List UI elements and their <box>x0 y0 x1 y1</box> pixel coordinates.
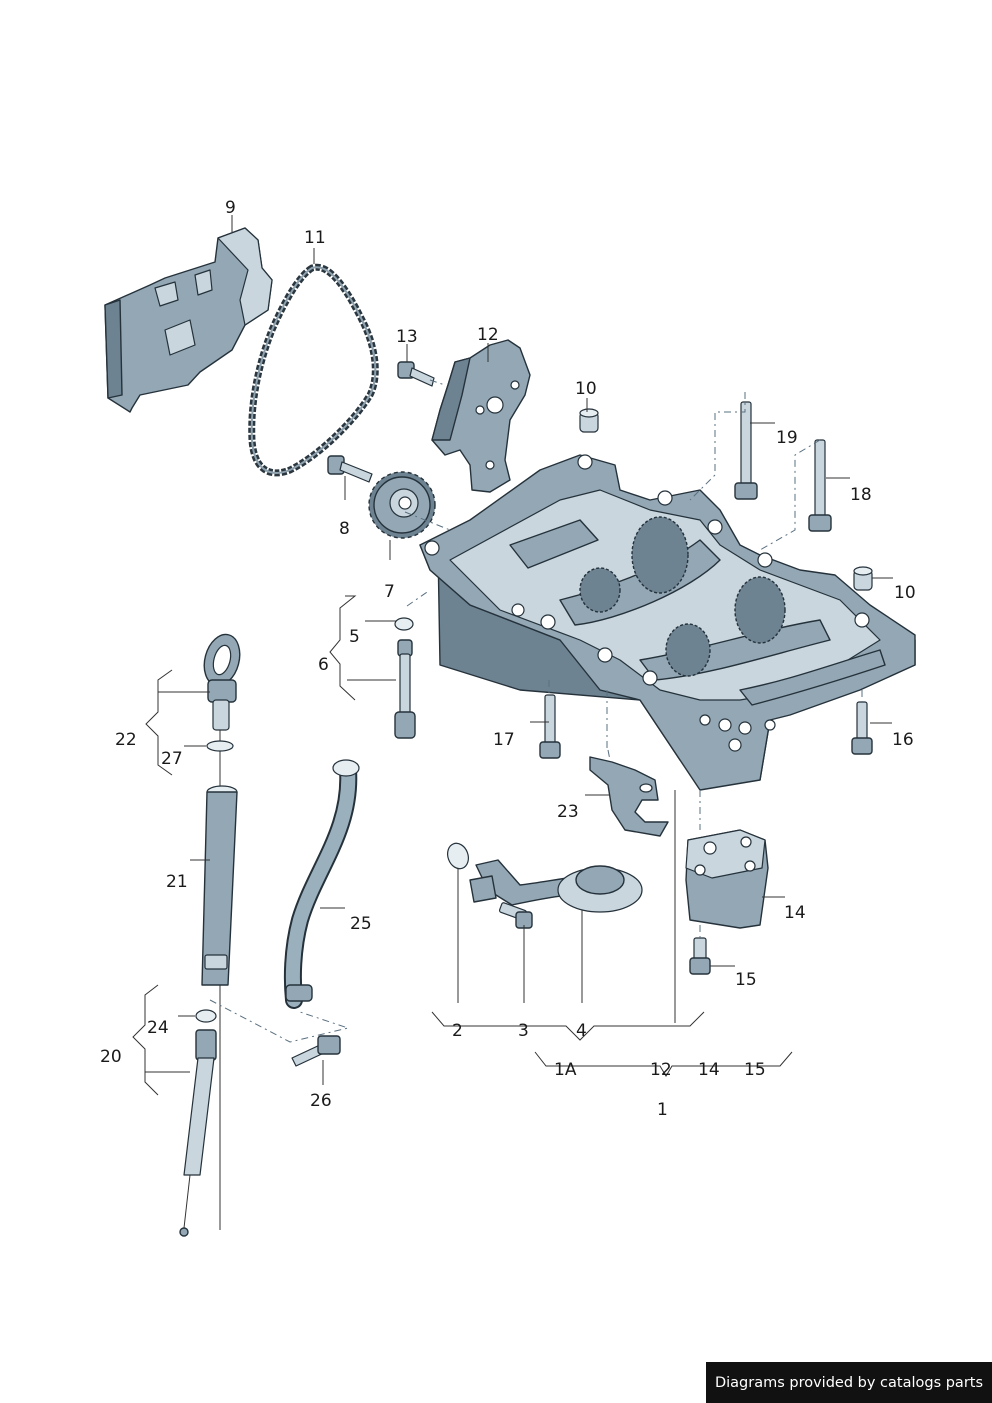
leader-lines <box>132 215 893 1096</box>
label-24: 24 <box>147 1018 169 1038</box>
label-10-top: 10 <box>575 379 597 399</box>
oring-2-part <box>447 842 469 870</box>
label-20: 20 <box>100 1047 122 1067</box>
bolt-16-part <box>851 701 873 755</box>
label-23: 23 <box>557 802 579 822</box>
label-2: 2 <box>452 1021 463 1041</box>
label-1: 1 <box>657 1100 668 1120</box>
label-18: 18 <box>850 485 872 505</box>
label-5: 5 <box>349 627 360 647</box>
bolt-19-part <box>734 401 758 500</box>
label-12-top: 12 <box>477 325 499 345</box>
bracket-23-part <box>589 756 669 837</box>
bolt-3-part <box>498 902 533 929</box>
label-9: 9 <box>225 198 236 218</box>
label-6: 6 <box>318 655 329 675</box>
timing-chain-part <box>248 263 379 477</box>
label-15-right: 15 <box>735 970 757 990</box>
label-21: 21 <box>166 872 188 892</box>
label-4: 4 <box>576 1021 587 1041</box>
label-10-right: 10 <box>894 583 916 603</box>
sleeve-10-right-part <box>853 566 873 591</box>
sprocket-part <box>368 471 436 539</box>
plug-6-part <box>394 639 416 739</box>
label-12-bottom: 12 <box>650 1060 672 1080</box>
label-26: 26 <box>310 1091 332 1111</box>
oring-27-part <box>206 740 234 752</box>
label-19: 19 <box>776 428 798 448</box>
label-8: 8 <box>339 519 350 539</box>
screw-26-part <box>291 1035 341 1067</box>
label-13: 13 <box>396 327 418 347</box>
chain-cover-part <box>104 227 273 413</box>
balance-shaft-housing-part <box>419 454 916 791</box>
label-27: 27 <box>161 749 183 769</box>
chain-tensioner-part <box>431 339 531 493</box>
sleeve-10-top-part <box>579 408 599 433</box>
tube-20-part <box>179 1029 217 1237</box>
label-15-bottom: 15 <box>744 1060 766 1080</box>
oil-pickup-4-part <box>469 859 643 913</box>
oring-5-part <box>394 617 414 631</box>
label-7: 7 <box>384 582 395 602</box>
oil-pump-14-part <box>685 829 769 929</box>
label-22: 22 <box>115 730 137 750</box>
bolt-13-part <box>397 361 435 387</box>
label-25: 25 <box>350 914 372 934</box>
hose-25-part <box>283 759 360 1009</box>
label-14-bottom: 14 <box>698 1060 720 1080</box>
assembly-lines <box>209 379 863 1043</box>
credit-banner: Diagrams provided by catalogs parts <box>706 1362 992 1403</box>
label-16: 16 <box>892 730 914 750</box>
label-17: 17 <box>493 730 515 750</box>
label-11: 11 <box>304 228 326 248</box>
oring-24-part <box>195 1009 217 1023</box>
guide-tube-21-part <box>201 785 238 986</box>
bolt-15-part <box>689 937 711 975</box>
label-1a: 1A <box>554 1060 577 1080</box>
bolt-8-part <box>327 455 373 483</box>
label-3: 3 <box>518 1021 529 1041</box>
bolt-17-part <box>539 694 561 759</box>
part-labels: 9 11 13 12 10 19 18 8 7 10 5 6 22 17 16 … <box>100 198 916 1120</box>
bolt-18-part <box>808 439 832 532</box>
label-14-right: 14 <box>784 903 806 923</box>
